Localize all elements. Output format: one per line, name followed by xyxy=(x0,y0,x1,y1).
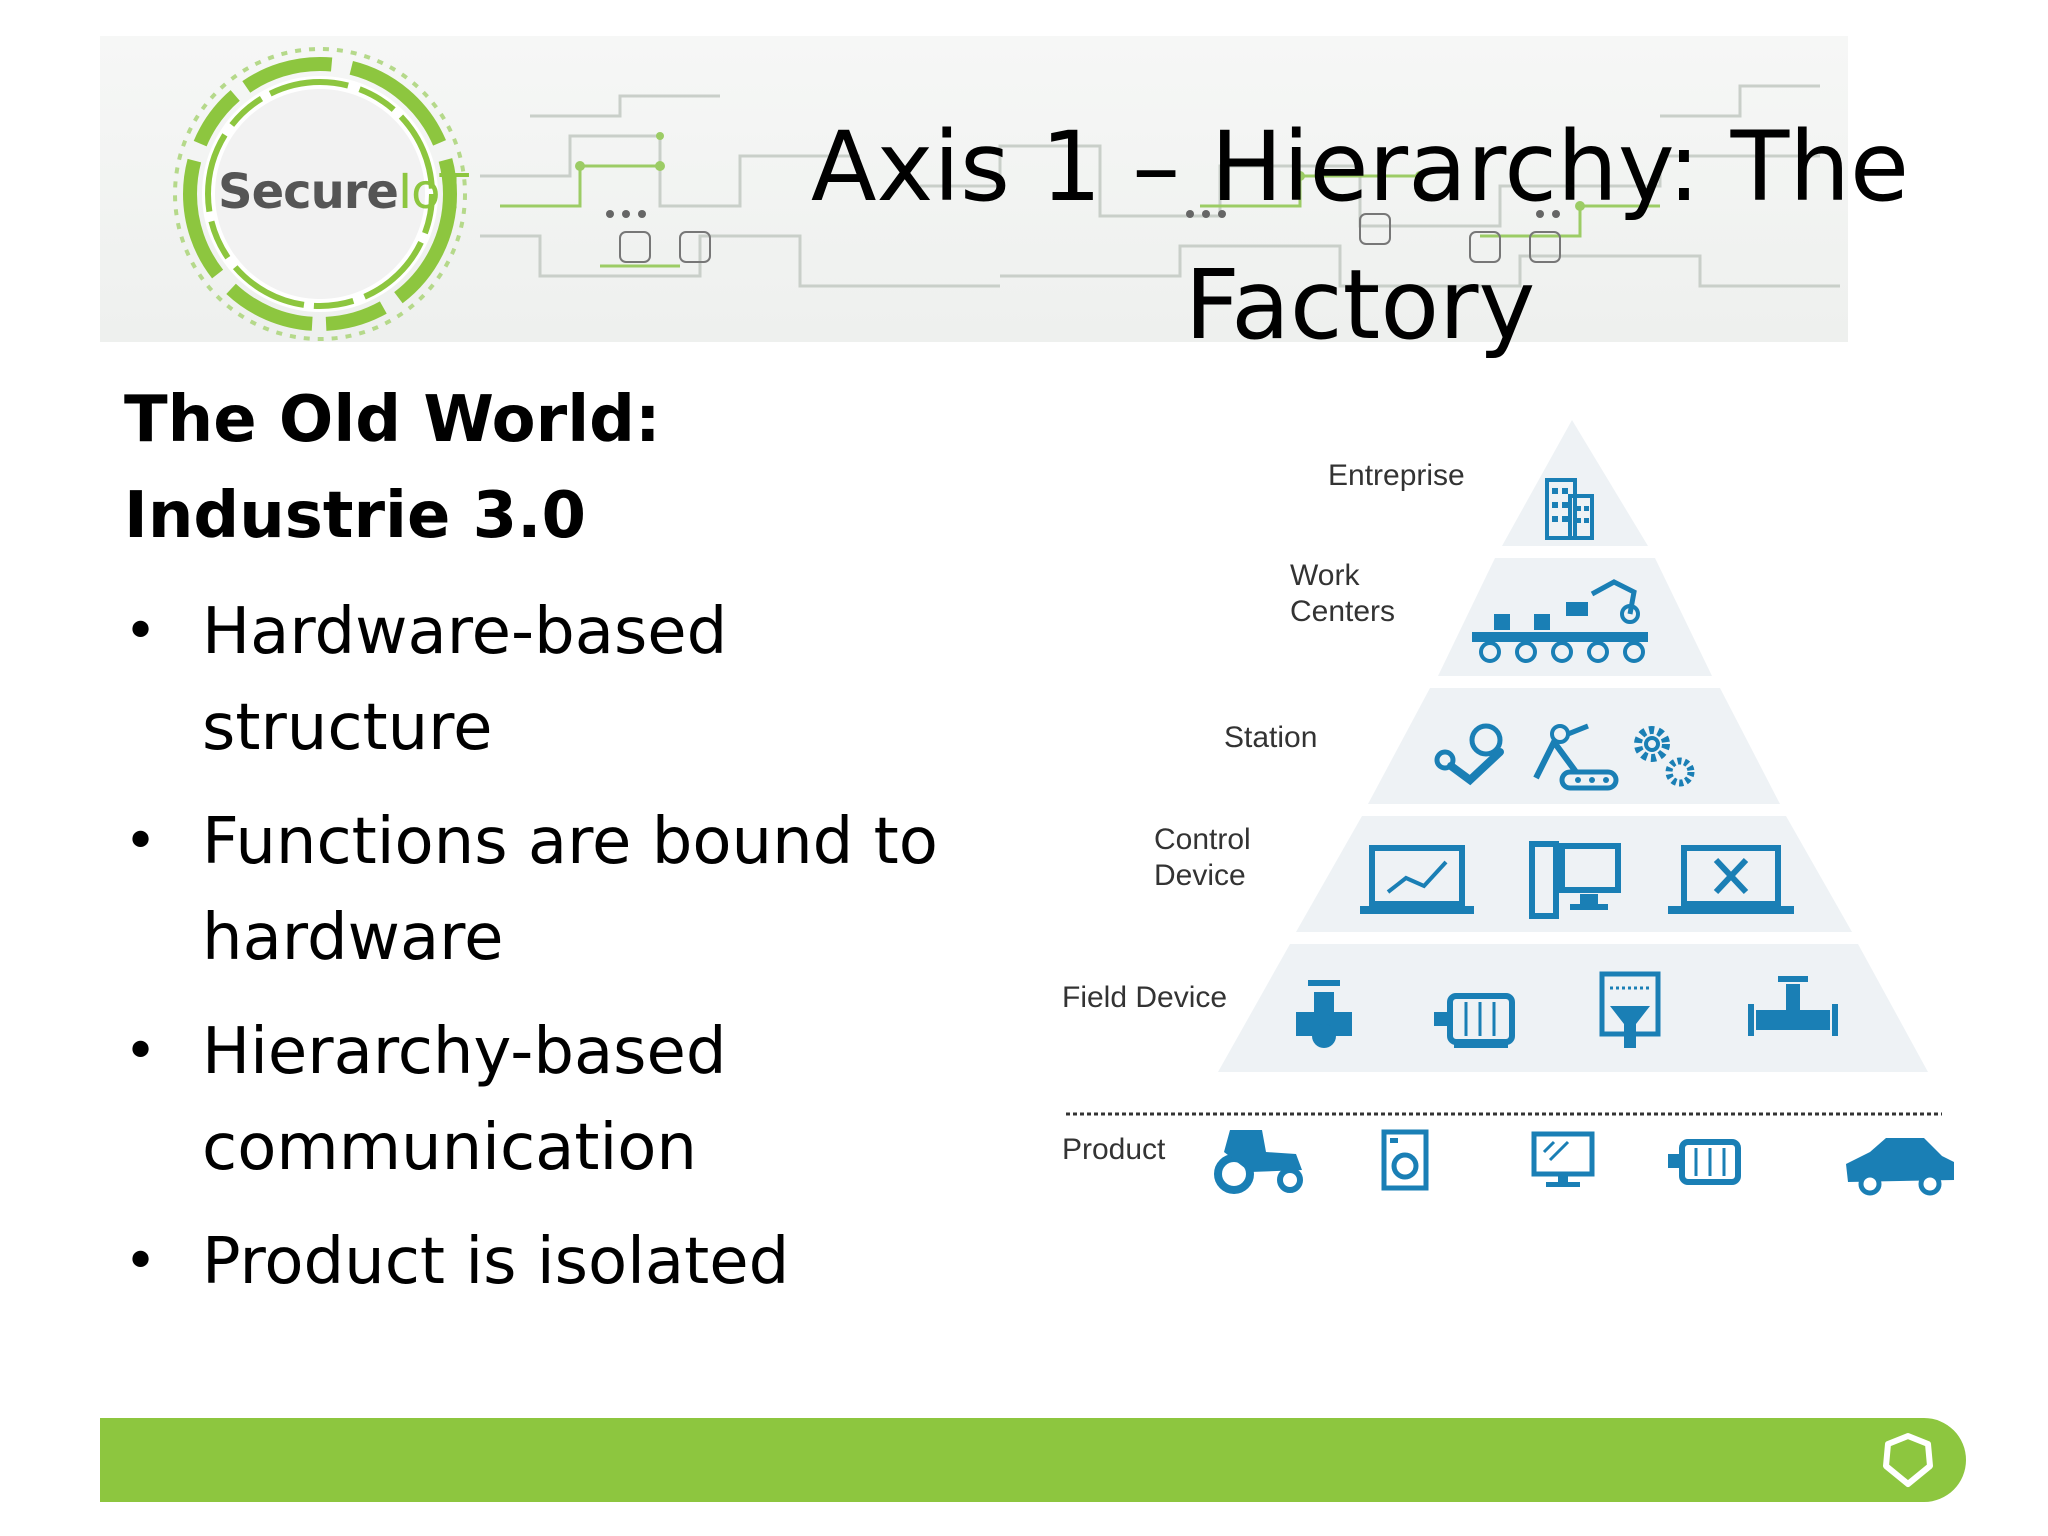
bullet-item: • Functions are bound to hardware xyxy=(124,794,984,986)
assembly-line-icon xyxy=(1533,723,1619,791)
monitor-icon xyxy=(1531,1131,1595,1187)
slide-title: Axis 1 – Hierarchy: The Factory xyxy=(810,111,1910,361)
tier-field-device xyxy=(1218,944,1928,1072)
level-label-control-device: Control Device xyxy=(1154,823,1251,892)
circuit-background-graphic xyxy=(480,84,1840,288)
level-label-work-centers: Work Centers xyxy=(1290,559,1396,628)
valve-icon xyxy=(1296,980,1352,1048)
logo-wordmark: SecureIoT xyxy=(218,164,469,220)
level-label-product: Product xyxy=(1062,1133,1166,1166)
gears-icon xyxy=(1634,726,1695,787)
header-banner: SecureIoT Axis 1 – Hierarchy: The Factor… xyxy=(100,36,1909,361)
motor-icon xyxy=(1434,993,1515,1048)
desktop-computer-icon xyxy=(1529,841,1621,919)
bullet-text: Functions are bound to hardware xyxy=(202,805,938,975)
bullet-marker: • xyxy=(124,1019,158,1084)
car-icon xyxy=(1846,1138,1954,1196)
bullet-text: Hierarchy-based communication xyxy=(202,1015,727,1185)
bullet-marker: • xyxy=(124,809,158,874)
bullet-text: Hardware-based structure xyxy=(202,595,728,765)
conveyor-belt-icon xyxy=(1472,579,1648,663)
bullet-marker: • xyxy=(124,599,158,664)
automation-pyramid-diagram: Entreprise Work Centers Station Control … xyxy=(1040,408,1960,1208)
pyramid-graphic xyxy=(1066,420,1954,1196)
footer-bar xyxy=(100,1418,1966,1502)
bullet-marker: • xyxy=(124,1229,158,1294)
shield-outline-icon xyxy=(1883,1433,1933,1487)
tier-work-centers xyxy=(1438,558,1712,676)
tractor-icon xyxy=(1214,1130,1303,1194)
level-label-station: Station xyxy=(1224,721,1318,754)
bullet-list: • Hardware-based structure • Functions are… xyxy=(124,584,984,1328)
monitor-chart-icon xyxy=(1360,845,1474,914)
pipe-valve-icon xyxy=(1748,976,1838,1036)
laptop-tools-icon xyxy=(1668,845,1794,914)
bullet-text: Product is isolated xyxy=(202,1225,790,1299)
level-label-field-device: Field Device xyxy=(1062,981,1228,1014)
washing-machine-icon xyxy=(1381,1129,1429,1191)
bullet-item: • Hierarchy-based communication xyxy=(124,1004,984,1196)
motor-icon xyxy=(1668,1139,1741,1185)
bullet-item: • Hardware-based structure xyxy=(124,584,984,776)
bullet-item: • Product is isolated xyxy=(124,1214,984,1310)
secureiot-logo xyxy=(173,47,467,341)
level-label-entreprise: Entreprise xyxy=(1328,459,1465,492)
robot-arm-icon xyxy=(1434,723,1504,786)
filter-icon xyxy=(1599,971,1661,1048)
section-subtitle: The Old World: Industrie 3.0 xyxy=(124,383,661,553)
office-building-icon xyxy=(1545,478,1594,540)
tier-control-device xyxy=(1296,816,1852,932)
